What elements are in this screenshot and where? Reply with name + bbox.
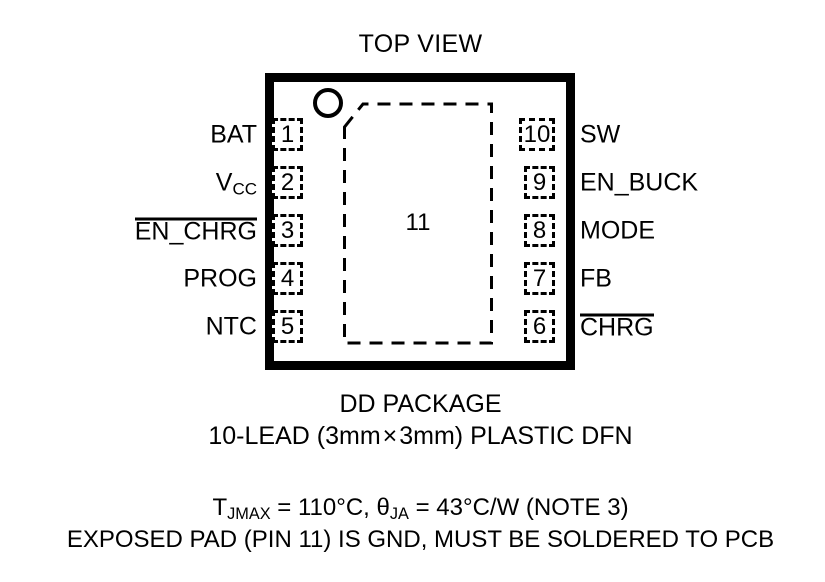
pin-label-en-buck: EN_BUCK [580,168,699,197]
exposed-pad-number: 11 [405,209,431,236]
lead-count-caption: 10-LEAD (3mm×3mm) PLASTIC DFN [0,424,825,449]
pin-pad-4: 4 [272,262,303,295]
top-view-title-text: TOP VIEW [358,30,483,58]
pin-pad-9: 9 [524,166,555,199]
pin-label-vcc: VCC [215,168,257,199]
lead-count-caption-text: 10-LEAD (3mm×3mm) PLASTIC DFN [208,422,633,450]
exposed-pad-note-caption: EXPOSED PAD (PIN 11) IS GND, MUST BE SOL… [66,526,775,553]
pin-label-mode: MODE [580,216,655,245]
pin-pad-3: 3 [272,214,303,247]
pin-pad-2: 2 [272,166,303,199]
pin-label-prog: PROG [183,264,257,293]
package-name-caption: DD PACKAGE [339,390,502,418]
pin-label-chrg: CHRG [580,313,654,342]
multiply-symbol: × [382,422,398,450]
pin-pad-10: 10 [519,118,555,151]
pin-label-bat: BAT [210,120,257,149]
thermal-spec-text: TJMAX = 110°C, θJA = 43°C/W (NOTE 3) [212,494,629,523]
pin-label-sw: SW [580,120,621,149]
top-view-title: TOP VIEW [0,32,825,57]
pin-label-fb: FB [580,264,612,293]
exposed-pad-outline [343,101,493,346]
pin-pad-5: 5 [272,310,303,343]
pin-pad-1: 1 [272,118,303,151]
pin-label-en-chrg: EN_CHRG [134,217,258,246]
thermal-spec-caption: TJMAX = 110°C, θJA = 43°C/W (NOTE 3) [0,494,825,523]
pin-pad-7: 7 [524,262,555,295]
pin1-orientation-dot-icon [313,88,343,118]
pin-pad-6: 6 [524,310,555,343]
pin-pad-8: 8 [524,214,555,247]
pin-label-ntc: NTC [205,312,257,341]
